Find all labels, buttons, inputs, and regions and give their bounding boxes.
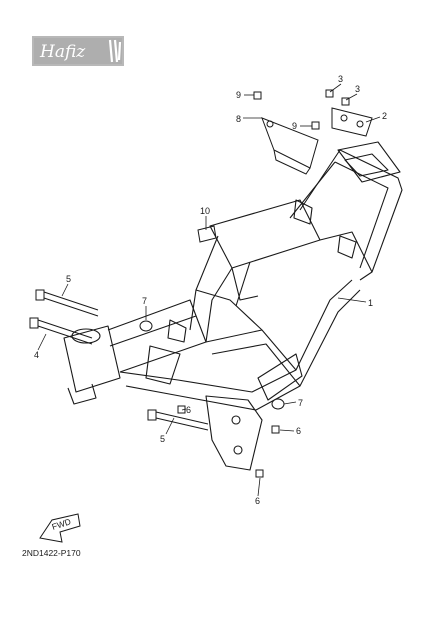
collar-part-7-right (271, 398, 285, 410)
callout-9a: 9 (236, 90, 241, 100)
callout-5a: 5 (66, 274, 71, 284)
bolt-part-5-upper (35, 289, 99, 317)
nut-part-3-left (325, 89, 334, 98)
callout-2: 2 (382, 111, 387, 121)
nut-part-9-right (311, 121, 320, 130)
callout-10: 10 (200, 206, 210, 216)
callout-6a: 6 (186, 405, 191, 415)
nut-part-6-right (271, 425, 280, 434)
callout-7a: 7 (142, 296, 147, 306)
label-plate-part-10 (197, 225, 217, 243)
callout-6b: 6 (296, 426, 301, 436)
bolts (29, 289, 209, 431)
watermark-text: Hafiz (39, 42, 86, 62)
callout-4: 4 (34, 350, 39, 360)
callout-3b: 3 (355, 84, 360, 94)
bolt-part-4 (29, 317, 93, 345)
callout-9b: 9 (292, 121, 297, 131)
callout-8: 8 (236, 114, 241, 124)
collar-part-7-left (139, 320, 153, 332)
fwd-arrow-icon: FWD (39, 513, 81, 543)
nuts-and-collars (139, 89, 350, 478)
callout-3a: 3 (338, 74, 343, 84)
callout-7b: 7 (298, 398, 303, 408)
callout-5b: 5 (160, 434, 165, 444)
callout-labels: 1 2 3 3 4 5 5 6 6 6 7 7 8 9 9 10 (34, 74, 387, 506)
callout-6c: 6 (255, 496, 260, 506)
nut-part-3-right (341, 97, 350, 106)
bolt-part-5-lower (147, 409, 209, 431)
bracket-part-2 (331, 107, 373, 137)
main-frame (63, 141, 403, 471)
leader-lines (37, 83, 381, 497)
bracket-part-8 (261, 117, 319, 175)
diagram-code: 2ND1422-P170 (22, 548, 81, 558)
nut-part-9-left (253, 91, 262, 100)
nut-part-6-bottom (255, 469, 264, 478)
callout-1: 1 (368, 298, 373, 308)
watermark-logo: Hafiz (32, 36, 124, 66)
